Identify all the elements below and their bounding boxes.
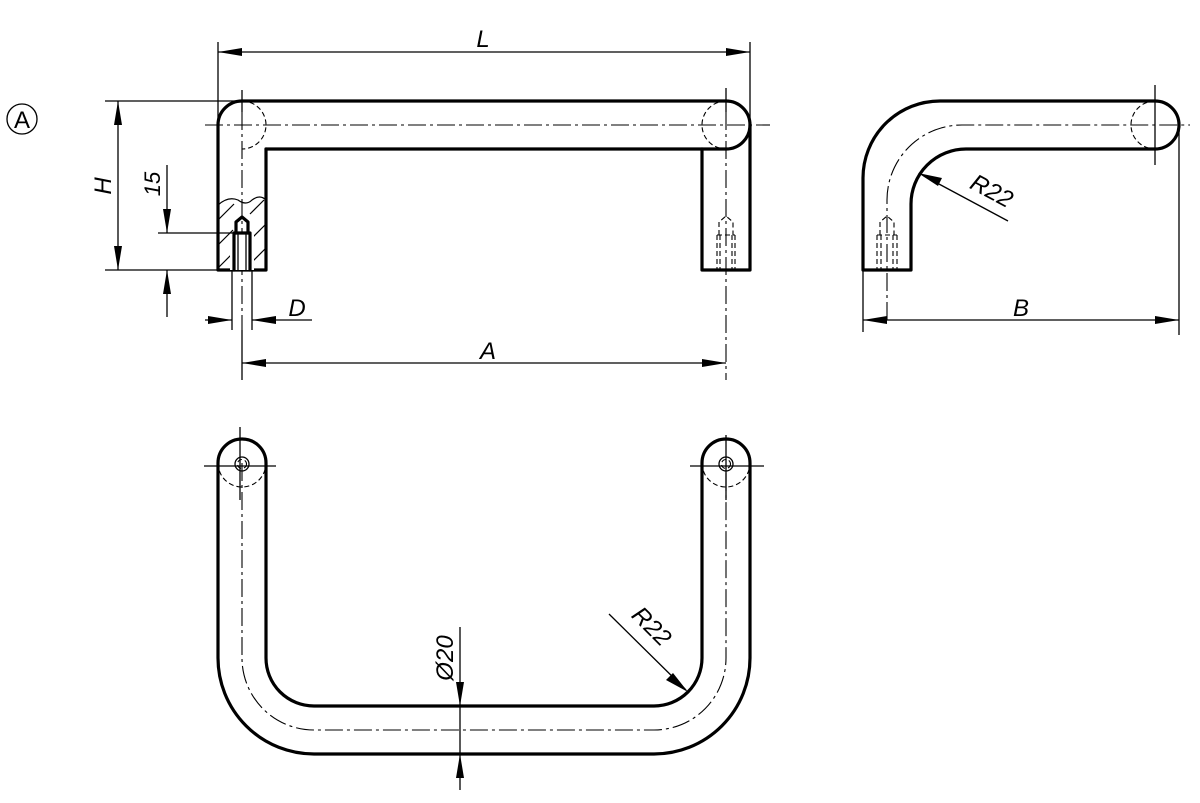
view-marker-label: A	[14, 107, 30, 134]
dim-A-label: A	[478, 338, 496, 365]
dim-R22-top-label: R22	[626, 602, 676, 652]
dim-L-label: L	[476, 26, 489, 53]
dim-D-label: D	[288, 295, 305, 322]
side-view: R22 B	[861, 85, 1190, 335]
view-marker: A	[6, 103, 38, 135]
front-view: L H 15 D A	[90, 26, 770, 380]
dim-B-label: B	[1013, 295, 1029, 322]
dim-H-label: H	[90, 177, 117, 195]
top-view: Ø20 R22	[204, 427, 764, 790]
dim-diameter-label: Ø20	[432, 635, 459, 682]
dim-15-label: 15	[140, 171, 165, 196]
left-leg-outline	[216, 99, 268, 272]
dim-R22-side-label: R22	[966, 169, 1018, 214]
